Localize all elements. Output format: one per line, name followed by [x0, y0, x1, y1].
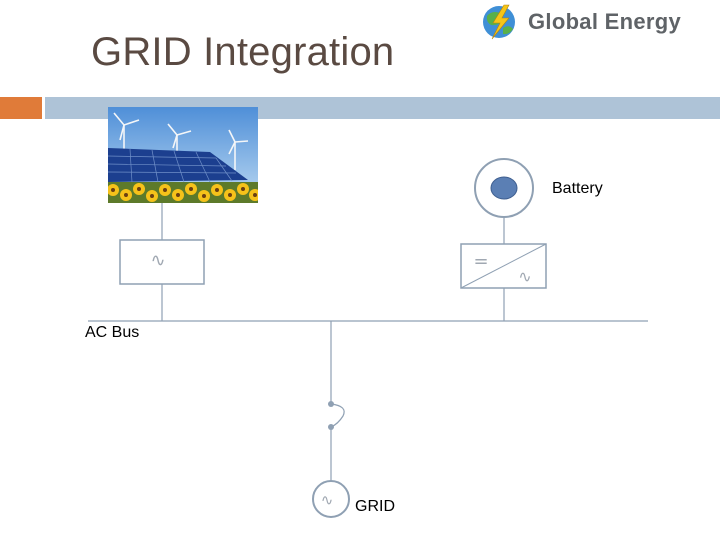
grid-breaker — [328, 401, 344, 430]
renewables-photo — [107, 107, 261, 203]
pv-inverter: ∿ — [120, 240, 204, 284]
converter-dc-symbol: = — [473, 251, 488, 272]
battery-symbol — [475, 159, 533, 217]
grid-label: GRID — [355, 498, 395, 516]
battery-label: Battery — [552, 180, 603, 198]
converter-ac-symbol: ∿ — [518, 267, 531, 286]
grid-source-symbol: ∿ — [321, 491, 334, 509]
battery-converter: = ∿ — [461, 244, 546, 288]
grid-source: ∿ — [313, 481, 349, 517]
pv-inverter-symbol: ∿ — [150, 250, 165, 271]
ac-bus-label: AC Bus — [85, 324, 139, 342]
